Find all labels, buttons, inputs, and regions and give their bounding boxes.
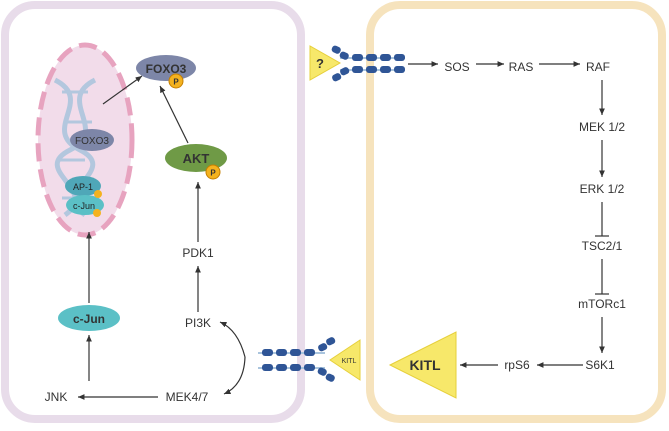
mek47-label: MEK4/7	[166, 390, 209, 404]
ap1-node	[65, 176, 101, 196]
kitl-output-icon	[388, 331, 457, 399]
tsc-label: TSC2/1	[582, 239, 623, 253]
right-arrows	[408, 61, 609, 368]
ras-label: RAS	[509, 60, 534, 74]
kit-receptor-icon	[258, 337, 336, 382]
kitl-ligand-icon	[329, 339, 361, 381]
akt-phospho-label: P	[210, 169, 216, 178]
right-cell	[366, 1, 666, 423]
foxo3-label: FOXO3	[146, 62, 187, 76]
pdk1-label: PDK1	[182, 246, 214, 260]
foxo3-nuclear-label: FOXO3	[75, 136, 109, 147]
cjun-nuclear-label: c-Jun	[73, 201, 95, 211]
cjun-phospho-icon	[93, 209, 101, 217]
mek12-label: MEK 1/2	[579, 120, 625, 134]
ap1-phospho-icon	[94, 190, 102, 198]
left-arrows	[78, 75, 246, 400]
mtor-label: mTORc1	[578, 297, 626, 311]
akt-label: AKT	[183, 151, 210, 166]
left-cell	[1, 1, 305, 423]
jnk-label: JNK	[45, 390, 68, 404]
raf-label: RAF	[586, 60, 610, 74]
pi3k-label: PI3K	[185, 316, 211, 330]
kitl-ligand-label: KITL	[342, 358, 357, 365]
sos-label: SOS	[444, 60, 469, 74]
kitl-output-label: KITL	[409, 357, 441, 373]
arrow-akt-to-foxo3	[159, 85, 189, 144]
rps6-label: rpS6	[504, 358, 530, 372]
top-receptor-icon	[331, 45, 405, 82]
cjun-node	[58, 305, 120, 331]
akt-phospho-icon	[205, 164, 221, 180]
foxo3-node	[136, 55, 196, 81]
unknown-ligand-icon	[309, 45, 342, 81]
unknown-ligand-label: ?	[316, 56, 324, 71]
foxo3-phospho-label: P	[173, 78, 179, 87]
foxo3-nuclear-node	[70, 129, 114, 151]
arrow-foxo3nuc-to-foxo3	[102, 75, 143, 105]
arrow-receptor-to-mek47	[223, 356, 246, 395]
erk12-label: ERK 1/2	[580, 182, 625, 196]
cjun-label: c-Jun	[73, 312, 105, 326]
foxo3-phospho-icon	[168, 73, 184, 89]
ap1-label: AP-1	[73, 182, 93, 192]
s6k1-label: S6K1	[585, 358, 615, 372]
arrow-receptor-to-pi3k	[219, 321, 246, 358]
